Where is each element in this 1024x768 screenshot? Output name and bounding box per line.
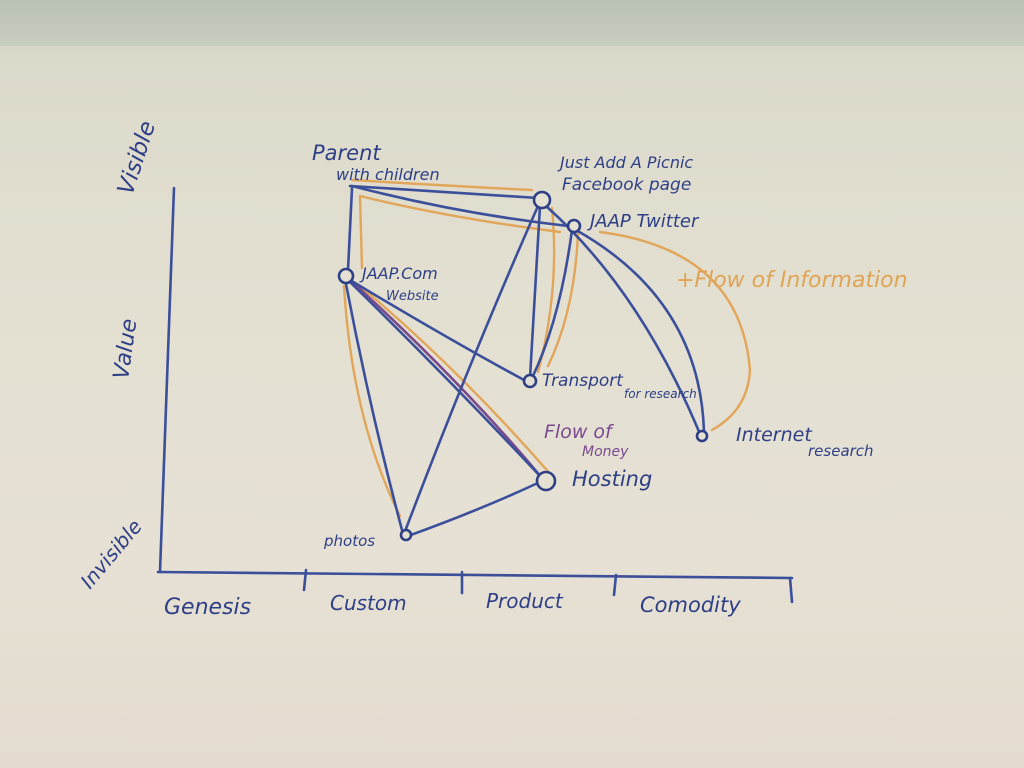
link-parent-website [346,186,354,272]
stage-divider-3 [612,573,618,597]
y-axis-label-value: Value [109,317,142,381]
label-photos: photos [323,532,375,550]
y-axis-label-visible: Visible [113,118,161,198]
y-axis-label-invisible: Invisible [75,515,146,594]
money-flow-website-hosting [346,276,544,480]
y-axis [158,186,176,574]
info-flow-website-hosting [358,284,554,478]
annotation-money-flow-line2: Money [582,444,629,460]
info-flow-parent-facebook [350,178,534,192]
label-hosting: Hosting [572,467,652,491]
stage-divider-4 [788,576,794,604]
label-parent-line1: Parent [312,141,381,165]
link-website-hosting [348,280,542,478]
link-parent-facebook [348,184,540,200]
label-internet-line1: Internet [736,424,813,446]
stage-label-genesis: Genesis [164,595,251,620]
stage-label-custom: Custom [330,591,407,615]
info-flow-website-photos [342,284,402,518]
link-parent-twitter [350,184,570,228]
x-axis [156,570,794,580]
link-website-transport [348,278,526,382]
link-website-photos [344,282,404,532]
label-internet-line2: research [808,442,874,460]
link-twitter-transport [530,228,574,380]
link-facebook-photos [402,204,540,536]
label-website-line2: Website [386,289,439,304]
node-transport [522,373,538,389]
label-facebook-line1: Just Add A Picnic [557,153,693,172]
info-flow-parent-website [358,194,364,270]
label-transport-line1: Transport [542,371,624,391]
stage-divider-1 [302,568,308,592]
info-flow-parent-twitter [358,194,562,234]
annotation-money-flow-line1: Flow of [544,421,615,443]
node-internet [695,429,709,443]
label-twitter: JAAP Twitter [587,211,700,232]
node-facebook [532,190,552,210]
label-parent-line2: with children [336,165,440,184]
label-website-line1: JAAP.Com [359,264,438,283]
link-facebook-transport [528,204,542,380]
link-photos-hosting [406,480,542,538]
wall-background [0,0,1024,46]
node-website [337,267,355,285]
label-facebook-line2: Facebook page [562,175,691,195]
annotation-information-flow: +Flow of Information [676,268,908,293]
stage-label-product: Product [486,589,564,613]
info-flow-twitter-transport [546,230,580,368]
link-twitter-internet [574,228,706,434]
node-photos [399,528,413,542]
node-hosting [535,470,557,492]
stage-label-commodity: Comodity [640,593,741,617]
info-flow-twitter-internet [598,230,752,432]
node-twitter [566,218,582,234]
label-transport-line2: for research [624,387,697,401]
